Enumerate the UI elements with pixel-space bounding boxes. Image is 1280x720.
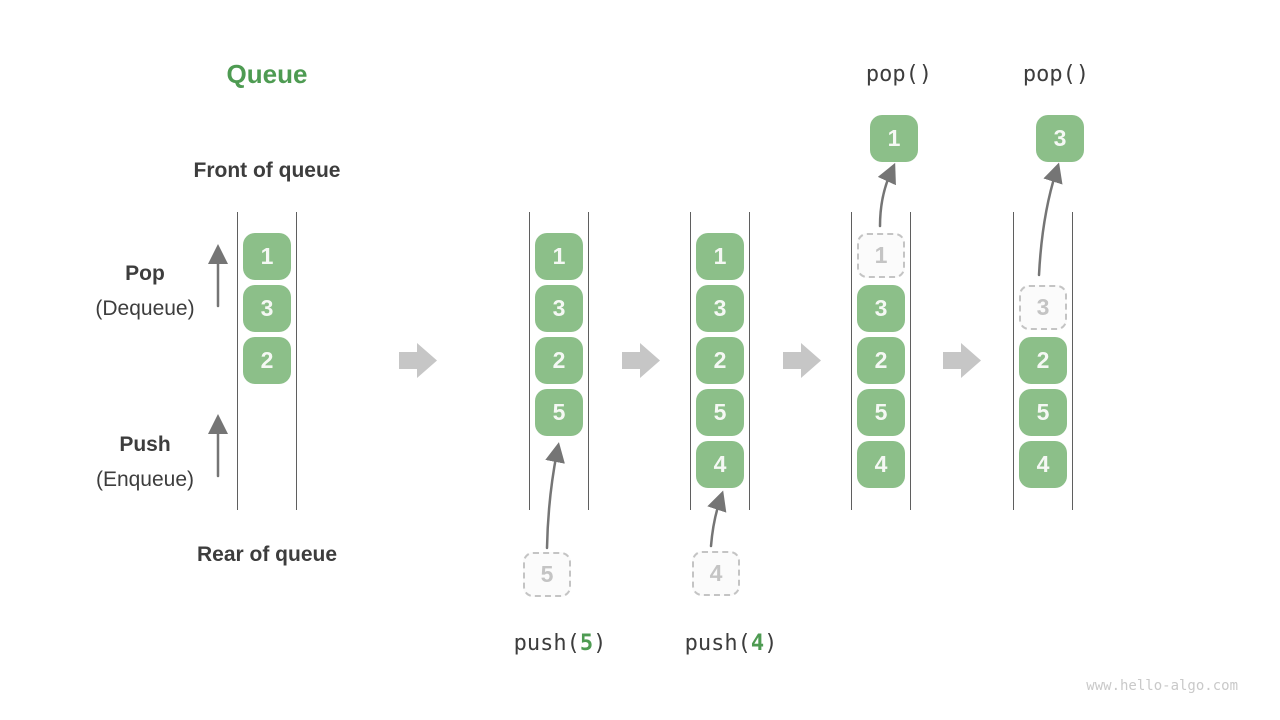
pop-call-label-2: pop() — [1022, 62, 1090, 87]
queue-element: 2 — [1019, 337, 1067, 384]
queue-element: 5 — [1019, 389, 1067, 436]
site-watermark: www.hello-algo.com — [1086, 678, 1238, 694]
enqueue-alias-label: (Enqueue) — [95, 468, 195, 491]
queue-element: 5 — [696, 389, 744, 436]
queue-element: 4 — [696, 441, 744, 488]
popped-element-1: 1 — [870, 115, 918, 162]
popped-element-3: 3 — [1036, 115, 1084, 162]
push-4-close-text: ) — [764, 631, 778, 656]
queue-element: 4 — [857, 441, 905, 488]
queue-element: 2 — [696, 337, 744, 384]
queue-state-2: 1 3 2 5 — [529, 212, 589, 510]
transition-arrow-icon-1 — [399, 343, 437, 378]
dequeue-alias-label: (Dequeue) — [95, 297, 195, 320]
push-4-arg-text: 4 — [750, 631, 765, 656]
queue-element: 3 — [535, 285, 583, 332]
pop-label: Pop — [125, 262, 165, 285]
push-5-arg-text: 5 — [579, 631, 594, 656]
queue-element: 3 — [696, 285, 744, 332]
push-4-call-label: push(4) — [681, 631, 781, 656]
queue-state-4: 1 3 2 5 4 — [851, 212, 911, 510]
pop-call-label-1: pop() — [865, 62, 933, 87]
queue-element: 5 — [535, 389, 583, 436]
queue-state-1: 1 3 2 — [237, 212, 297, 510]
queue-state-3: 1 3 2 5 4 — [690, 212, 750, 510]
diagram-title: Queue — [226, 59, 308, 89]
queue-element: 1 — [535, 233, 583, 280]
push-5-close-text: ) — [593, 631, 607, 656]
staged-element-4: 4 — [692, 551, 740, 596]
queue-element: 1 — [696, 233, 744, 280]
transition-arrow-icon-2 — [622, 343, 660, 378]
queue-element: 2 — [857, 337, 905, 384]
push-label: Push — [119, 433, 171, 456]
queue-element: 1 — [243, 233, 291, 280]
removed-element-placeholder: 3 — [1019, 285, 1067, 330]
queue-element: 4 — [1019, 441, 1067, 488]
push-5-call-label: push(5) — [510, 631, 610, 656]
queue-element: 2 — [243, 337, 291, 384]
transition-arrow-icon-3 — [783, 343, 821, 378]
push-5-fn-text: push( — [513, 631, 580, 656]
queue-element: 5 — [857, 389, 905, 436]
queue-state-5: 3 2 5 4 — [1013, 212, 1073, 510]
rear-of-queue-label: Rear of queue — [196, 543, 338, 566]
push-4-fn-text: push( — [684, 631, 751, 656]
removed-element-placeholder: 1 — [857, 233, 905, 278]
transition-arrow-icon-4 — [943, 343, 981, 378]
staged-element-5: 5 — [523, 552, 571, 597]
queue-element: 3 — [857, 285, 905, 332]
front-of-queue-label: Front of queue — [193, 159, 341, 182]
queue-element: 2 — [535, 337, 583, 384]
queue-element: 3 — [243, 285, 291, 332]
